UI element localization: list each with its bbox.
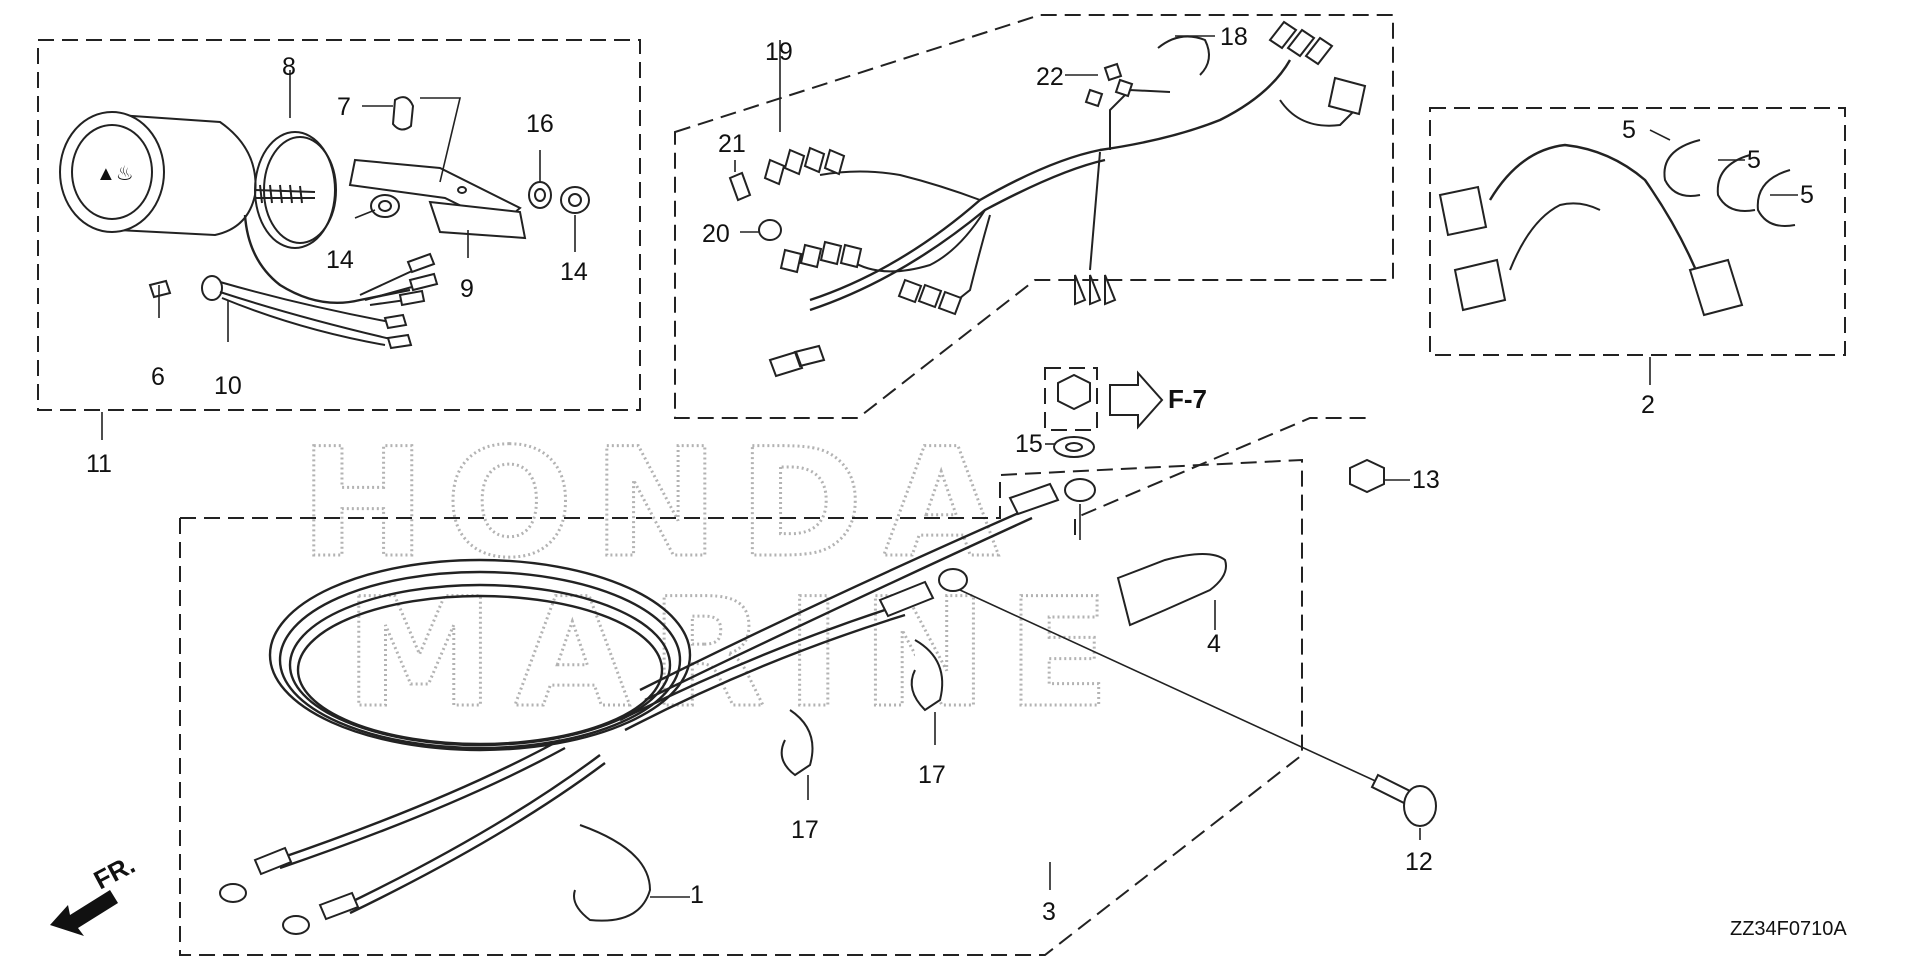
harness-clip bbox=[1157, 35, 1210, 76]
connector-a bbox=[1438, 185, 1488, 237]
main-harness-group bbox=[674, 14, 1394, 419]
positive-cable bbox=[639, 506, 1031, 692]
callout-21: 21 bbox=[718, 130, 746, 158]
callout-22: 22 bbox=[1036, 63, 1064, 91]
callout-4: 4 bbox=[1207, 630, 1221, 658]
diagram-code: ZZ34F0710A bbox=[1730, 918, 1847, 940]
callout-8: 8 bbox=[282, 53, 296, 81]
front-label: FR. bbox=[89, 849, 140, 895]
harness-connectors bbox=[763, 20, 1367, 378]
bulb-socket bbox=[201, 275, 413, 350]
grommet-20 bbox=[758, 219, 782, 241]
sub-harness-cable bbox=[1488, 143, 1702, 281]
callout-20: 20 bbox=[702, 220, 730, 248]
meter-ring bbox=[254, 131, 337, 249]
callout-7: 7 bbox=[337, 93, 351, 121]
sub-harness-border bbox=[1429, 107, 1846, 356]
loose-hardware bbox=[1044, 367, 1437, 840]
meter-wire bbox=[243, 214, 411, 305]
cable-clip-right bbox=[910, 639, 944, 712]
callout-2: 2 bbox=[1641, 391, 1655, 419]
callout-5c: 5 bbox=[1800, 181, 1814, 209]
watermark-line1: HONDA bbox=[300, 417, 1019, 591]
meter-assembly-group: ▲♨ bbox=[37, 39, 641, 440]
washer-16 bbox=[528, 181, 552, 209]
coiled-cable bbox=[268, 558, 692, 752]
callout-1: 1 bbox=[690, 881, 704, 909]
watermark-line2: MARINE bbox=[345, 567, 1130, 741]
callout-3: 3 bbox=[1042, 898, 1056, 926]
front-direction-arrow: FR. bbox=[50, 849, 140, 936]
svg-text:▲♨: ▲♨ bbox=[96, 163, 134, 185]
callout-5b: 5 bbox=[1747, 146, 1761, 174]
reference-label: F-7 bbox=[1168, 384, 1207, 414]
callout-19: 19 bbox=[765, 38, 793, 66]
honda-marine-watermark: HONDA MARINE bbox=[299, 416, 1130, 743]
pin-22 bbox=[1103, 62, 1123, 82]
wire-clip bbox=[391, 96, 415, 131]
main-harness-border bbox=[674, 14, 1394, 419]
ref-nut bbox=[1057, 373, 1091, 411]
nut-left bbox=[370, 194, 400, 218]
callout-12: 12 bbox=[1405, 848, 1433, 876]
washer-15 bbox=[1053, 436, 1095, 458]
callout-15: 15 bbox=[1015, 430, 1043, 458]
pin-21 bbox=[728, 171, 752, 202]
negative-cable bbox=[274, 738, 561, 862]
callout-10: 10 bbox=[214, 372, 242, 400]
callout-6: 6 bbox=[151, 363, 165, 391]
retaining-rings bbox=[1663, 139, 1796, 227]
main-harness-trunk bbox=[809, 59, 1292, 302]
connector-c bbox=[1688, 258, 1744, 317]
nut-right bbox=[560, 186, 590, 214]
ref-arrow-icon bbox=[1109, 370, 1164, 430]
meter-bracket bbox=[348, 158, 527, 240]
ref-nut-box bbox=[1044, 367, 1098, 431]
callout-14b: 14 bbox=[560, 258, 588, 286]
ring-terminal-top bbox=[1064, 478, 1096, 502]
callout-13: 13 bbox=[1412, 466, 1440, 494]
callout-9: 9 bbox=[460, 275, 474, 303]
callout-5a: 5 bbox=[1622, 116, 1636, 144]
meter-group-border bbox=[37, 39, 641, 411]
ring-terminal-mid bbox=[938, 568, 968, 592]
battery-cable-group bbox=[179, 417, 1396, 956]
cable-clamp bbox=[573, 824, 652, 922]
callout-16: 16 bbox=[526, 110, 554, 138]
callout-17b: 17 bbox=[918, 761, 946, 789]
bulb bbox=[148, 279, 172, 299]
callout-11: 11 bbox=[86, 450, 112, 478]
connector-b bbox=[1453, 258, 1507, 312]
cable-clip-left bbox=[780, 709, 814, 777]
battery-cable-border bbox=[179, 458, 1303, 956]
terminal-cover bbox=[1116, 553, 1227, 627]
callout-14a: 14 bbox=[326, 246, 354, 274]
meter-gauge: ▲♨ bbox=[59, 111, 316, 237]
flange-nut-13 bbox=[1349, 458, 1385, 494]
callout-17a: 17 bbox=[791, 816, 819, 844]
front-arrow-icon bbox=[50, 890, 118, 936]
sub-harness-group bbox=[1429, 107, 1846, 385]
callout-18: 18 bbox=[1220, 23, 1248, 51]
